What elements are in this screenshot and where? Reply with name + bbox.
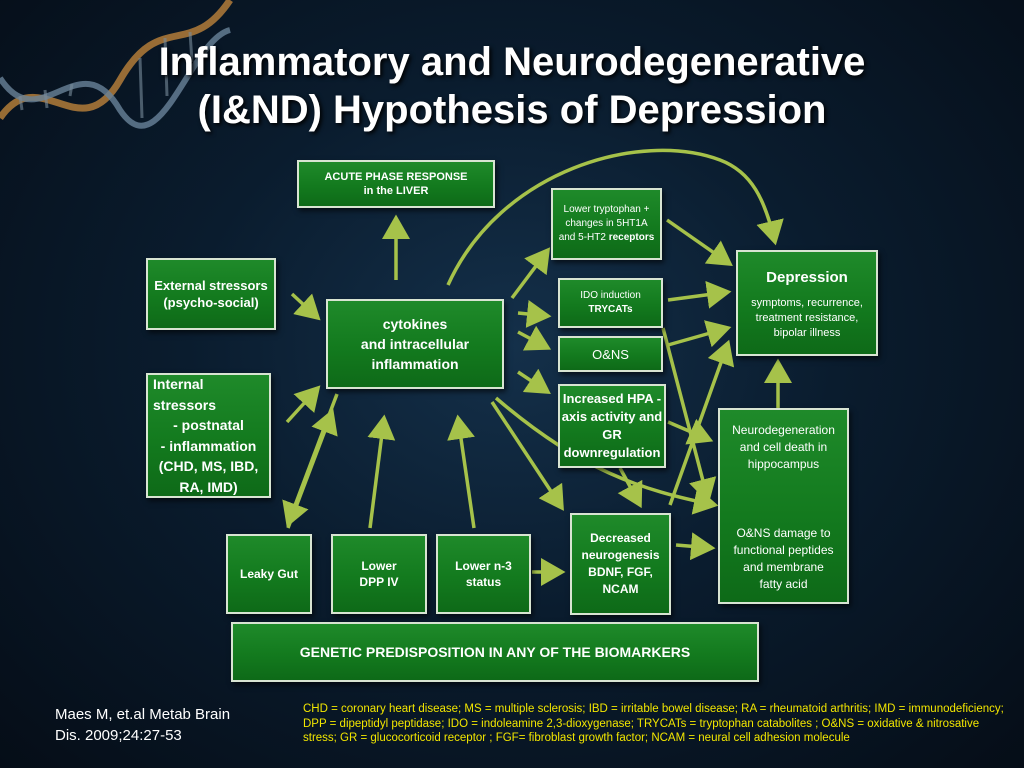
arrow-external-to-cytokines [290,292,321,321]
arrow-leaky-gut-to-cytokines [286,408,338,529]
arrow-ido-to-neurodegeneration [661,327,717,504]
arrow-cytokines-to-ido [517,299,552,328]
node-neurodegeneration: Neurodegeneration and cell death in hipp… [718,408,849,604]
arrow-neurogenesis-to-neurodegeneration [675,532,716,561]
arrow-n3-to-cytokines [447,414,476,529]
node-leaky-gut: Leaky Gut [226,534,312,614]
node-lower-dpp: Lower DPP IV [331,534,427,614]
arrow-internal-to-cytokines [285,385,321,424]
node-external-stressors: External stressors (psycho-social) [146,258,276,330]
arrow-dpp-to-cytokines [367,414,396,529]
arrow-cytokines-to-hpa [517,368,551,394]
arrow-cytokines-to-neurogenesis [490,401,564,511]
arrow-cytokines-to-leaky-gut [282,393,339,528]
dna-helix-decoration [0,0,233,129]
arrow-cytokines-to-tryptophan [510,247,551,300]
node-depression: Depression symptoms, recurrence, treatme… [736,250,878,356]
citation: Maes M, et.al Metab Brain Dis. 2009;24:2… [55,706,231,744]
arrow-hpa-to-neurodegeneration [667,418,714,445]
node-tryptophan: Lower tryptophan + changes in 5HT1A and … [551,188,662,260]
arrow-ido-to-depression [667,280,732,309]
title-line-1: Inflammatory and Neurodegenerative [158,40,866,84]
node-acute-phase: ACUTE PHASE RESPONSE in the LIVER [297,160,495,208]
node-hpa: Increased HPA - axis activity and GR dow… [558,384,666,468]
node-neurogenesis: Decreased neurogenesis BDNF, FGF, NCAM [570,513,671,615]
node-internal-stressors: Internal stressors - postnatal - inflamm… [146,373,271,498]
arrow-cytokines-to-onss [517,325,552,351]
abbreviation-legend: CHD = coronary heart disease; MS = multi… [303,703,1004,744]
node-cytokines: cytokines and intracellular inflammation [326,299,504,389]
title-line-2: (I&ND) Hypothesis of Depression [197,88,827,132]
arrow-tryptophan-to-depression [665,218,733,267]
arrow-hpa-to-neurogenesis [617,467,643,509]
node-genetic-predisposition: GENETIC PREDISPOSITION IN ANY OF THE BIO… [231,622,759,682]
node-onss: O&NS [558,336,663,372]
arrow-onss-to-depression [667,320,732,348]
node-lower-n3: Lower n-3 status [436,534,531,614]
page-title: Inflammatory and Neurodegenerative (I&ND… [0,38,1024,134]
node-ido: IDO induction TRYCATs [558,278,663,328]
